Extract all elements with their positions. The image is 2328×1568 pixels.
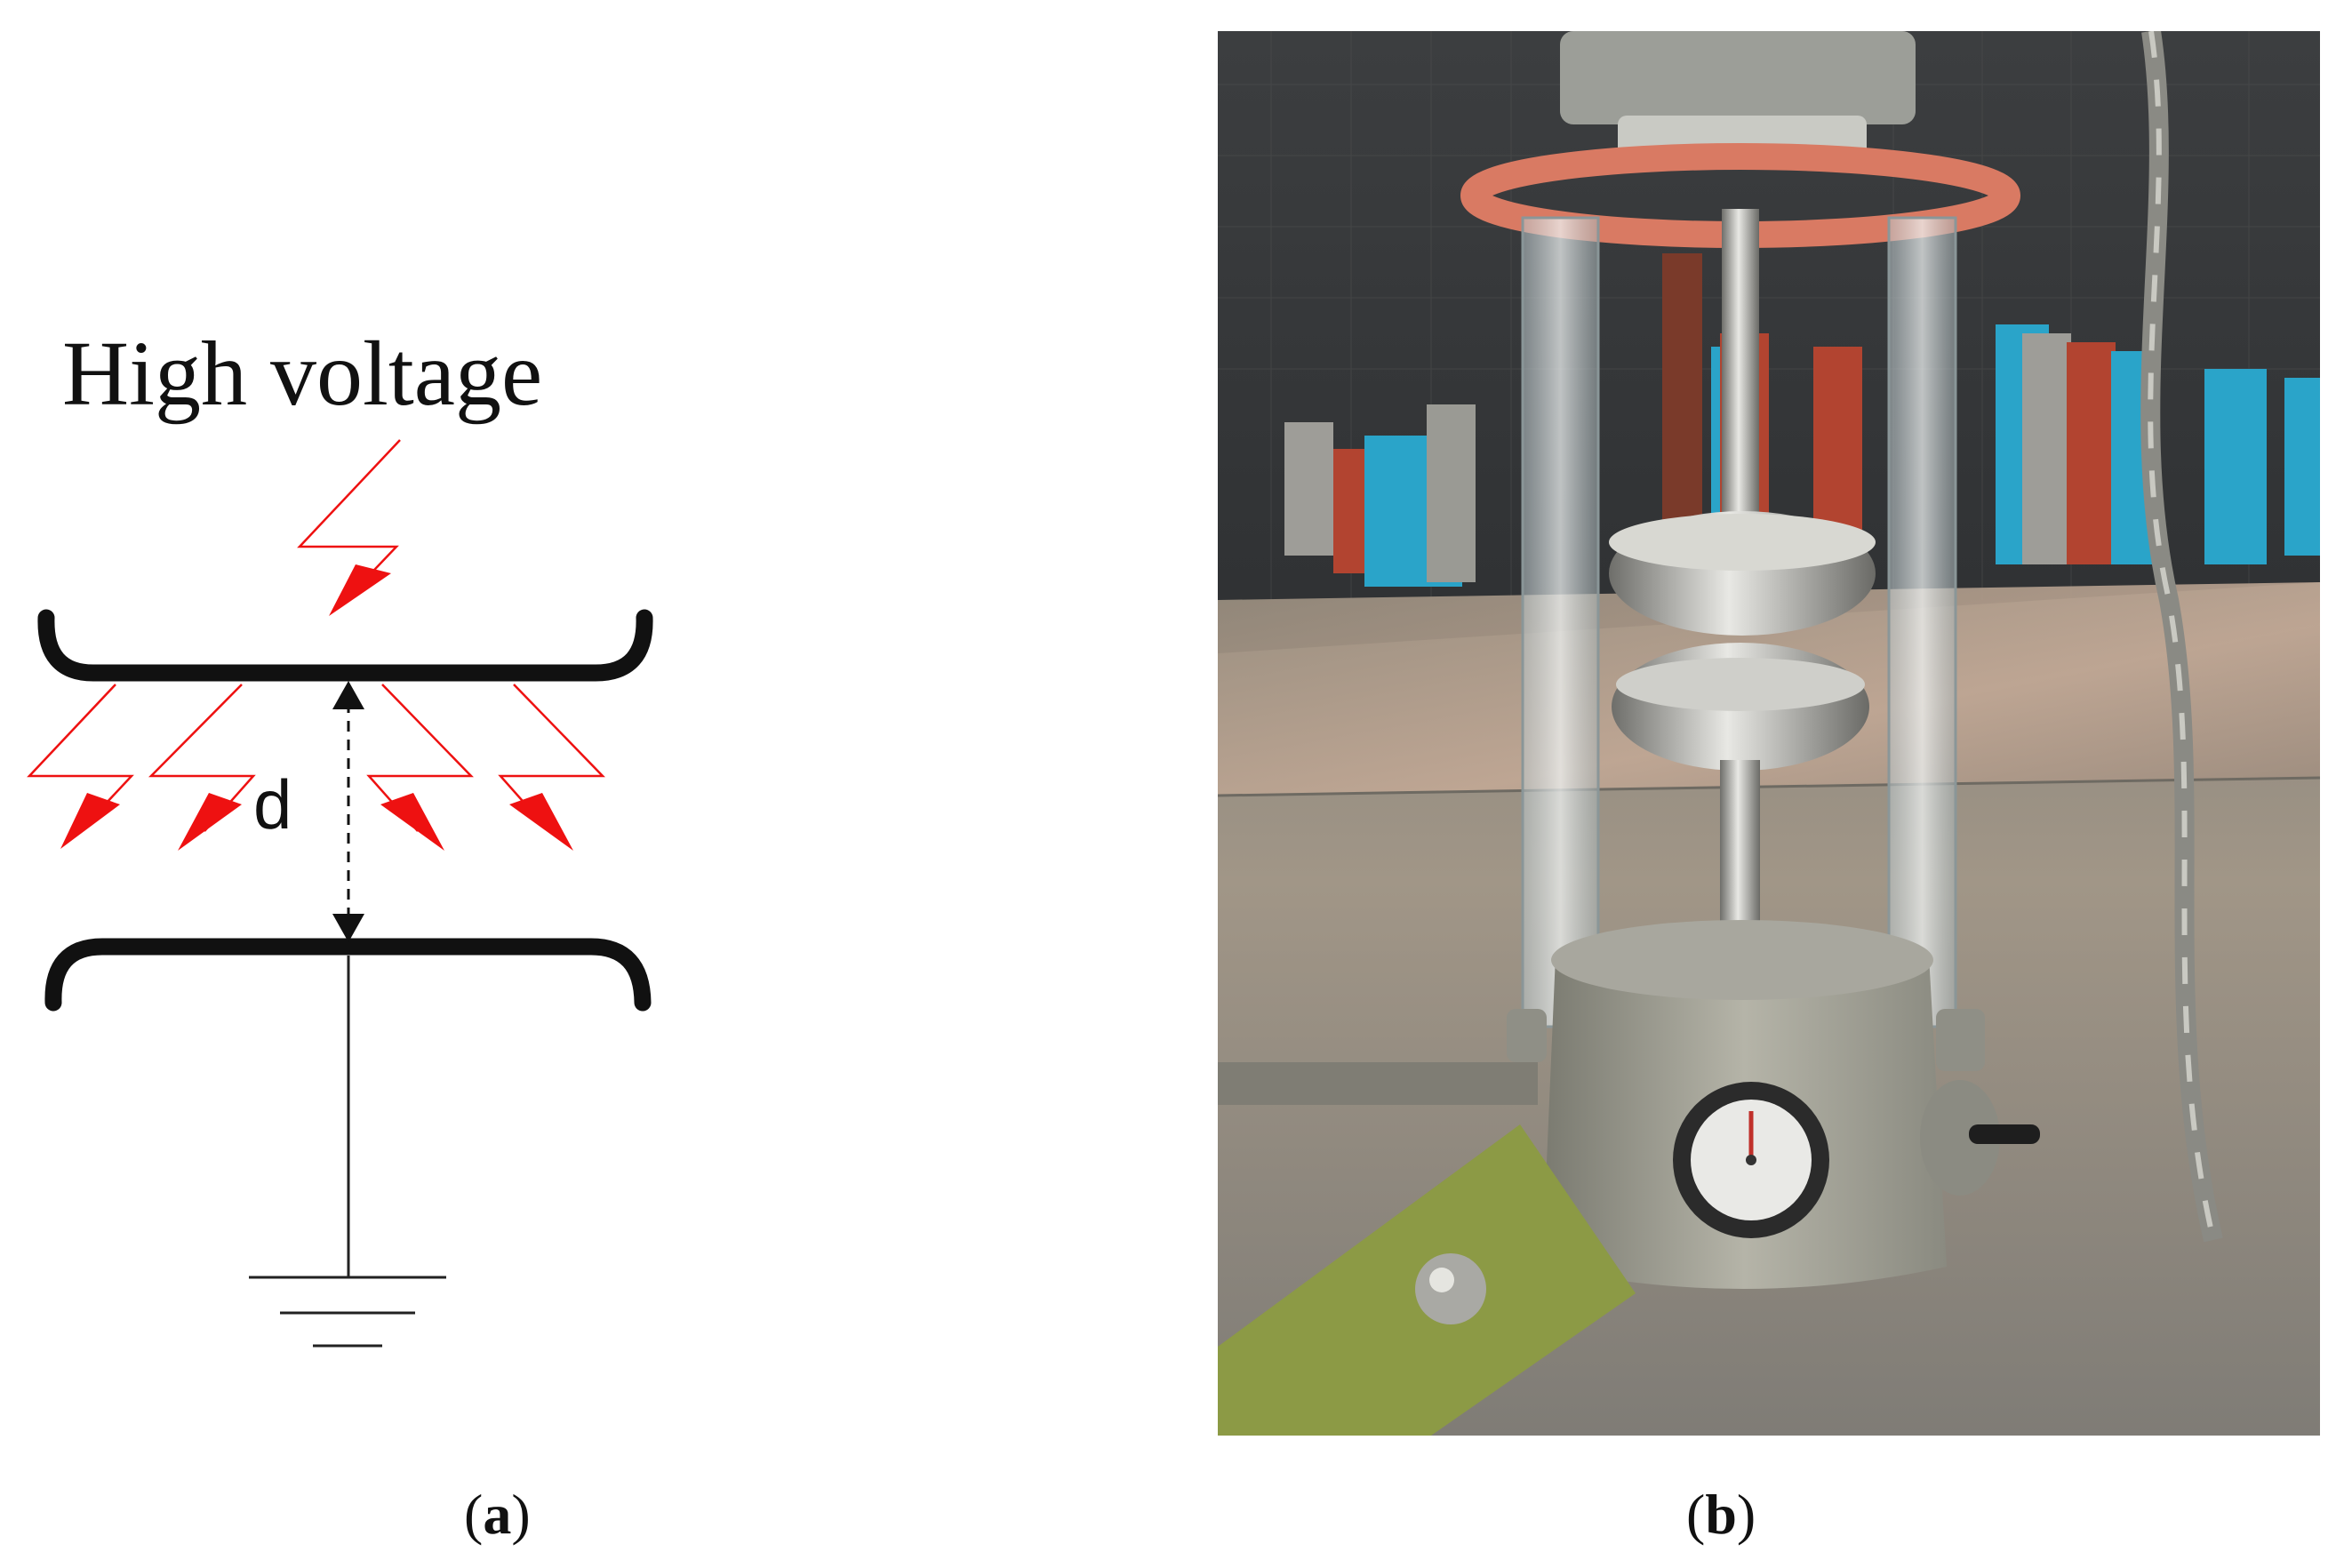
schematic-panel: High voltage d [0, 0, 889, 1568]
caption-a: (a) [464, 1483, 531, 1546]
discharge-bolt-icon-2 [148, 684, 256, 851]
incoming-discharge-icon [297, 439, 401, 616]
high-voltage-label: High voltage [62, 323, 542, 425]
gap-label: d [253, 765, 292, 844]
discharge-bolt-icon-1 [27, 684, 134, 849]
lower-electrode [44, 938, 652, 1012]
discharge-bolt-icon-4 [498, 684, 605, 851]
dial-gauge-icon [1673, 1082, 1829, 1238]
ground-icon [249, 956, 446, 1348]
gap-distance-arrow [332, 681, 364, 942]
schematic-diagram: High voltage d [27, 323, 653, 1348]
discharge-bolt-icon-3 [366, 684, 474, 851]
test-cell-photo [1218, 31, 2320, 1436]
photo-test-cell-icon [1218, 31, 2320, 1436]
caption-b: (b) [1686, 1483, 1756, 1546]
upper-electrode [37, 609, 653, 682]
